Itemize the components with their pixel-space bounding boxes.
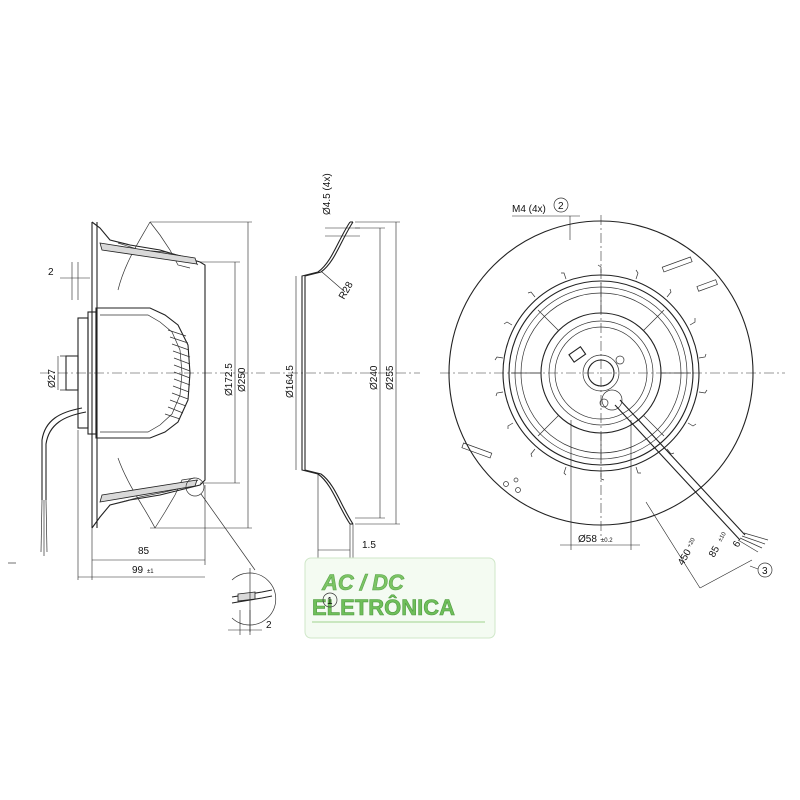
dim-radius: R28 — [337, 280, 356, 302]
marker-3-label: 3 — [762, 566, 768, 577]
dim-wire-end: 6 — [731, 539, 744, 550]
logo: AC / DC ELETRÔNICA 1 — [304, 557, 496, 639]
dim-detail: 2 — [266, 620, 272, 631]
nozzle-view: Ø4.5 (4x) R28 Ø164.5 Ø240 Ø255 31 1.5 — [270, 173, 420, 570]
dim-side-gap: 2 — [48, 267, 54, 278]
dim-hub-dia: Ø27 — [47, 369, 58, 388]
dim-depth: 85 — [138, 546, 150, 557]
dim-nozzle-inner: Ø164.5 — [285, 365, 296, 398]
front-view: M4 (4x) 2 Ø58 ±0.2 450 +20 85 ±10 6 3 — [440, 197, 785, 589]
dim-thread: M4 (4x) — [512, 204, 546, 215]
logo-line1: AC / DC — [321, 570, 405, 595]
dim-total-depth: 99 — [132, 565, 144, 576]
dim-cable-len-tol: +20 — [687, 537, 698, 549]
marker-2 — [553, 197, 569, 213]
dim-nozzle-outer: Ø255 — [385, 365, 396, 390]
dim-nozzle-dia: Ø240 — [369, 365, 380, 390]
dim-shaft-dia: Ø58 — [578, 534, 597, 545]
marker-1 — [322, 592, 338, 608]
side-view: 2 Ø27 Ø172.5 Ø250 85 99 ±1 — [40, 221, 265, 580]
dim-outer-dia: Ø250 — [237, 367, 248, 392]
dim-hole-dia: Ø4.5 (4x) — [322, 173, 333, 215]
dim-inlet-dia: Ø172.5 — [224, 363, 235, 396]
detail-view: 2 — [228, 568, 277, 635]
marker-3 — [757, 562, 773, 578]
dim-nozzle-thickness: 1.5 — [362, 540, 376, 551]
marker-1-label: 1 — [327, 596, 333, 607]
logo-line2: ELETRÔNICA — [312, 595, 455, 620]
marker-2-label: 2 — [558, 201, 564, 212]
dim-total-depth-tol: ±1 — [147, 569, 154, 575]
dim-cable-len: 450 — [676, 547, 694, 567]
dim-shaft-tol: ±0.2 — [601, 538, 613, 544]
dim-strip-len: 85 — [707, 544, 722, 560]
dim-strip-len-tol: ±10 — [718, 531, 729, 543]
